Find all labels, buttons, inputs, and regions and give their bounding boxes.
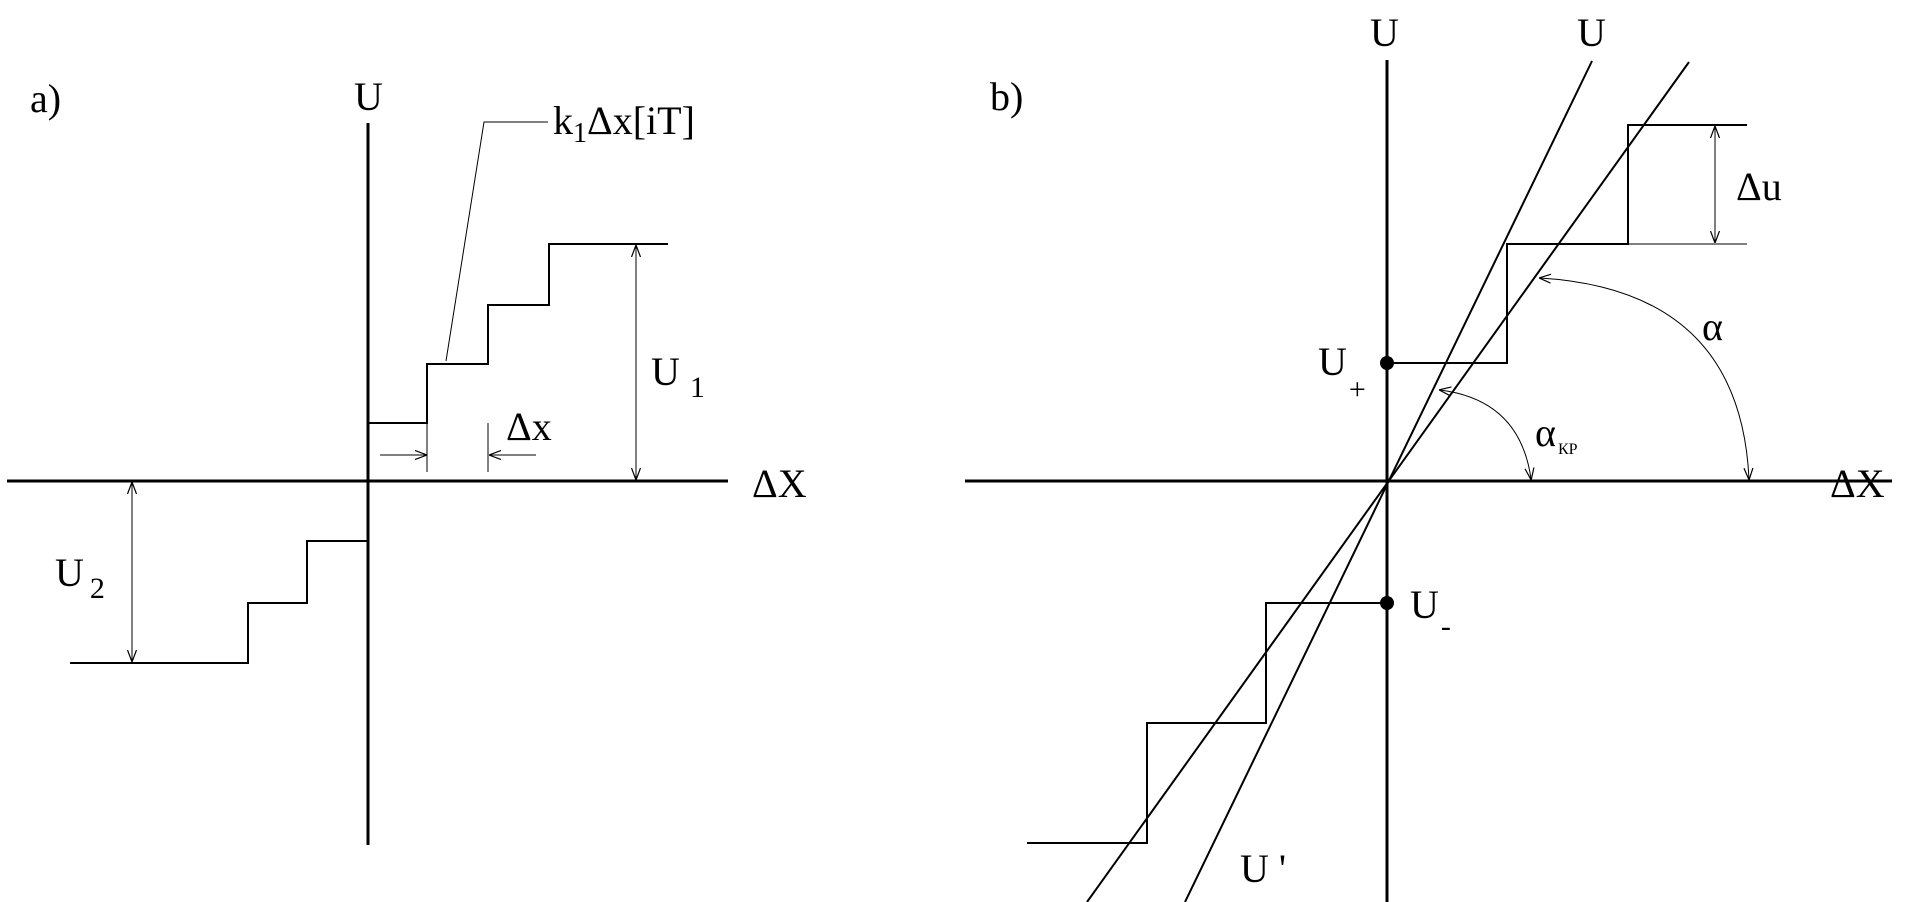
panel-b-u-plus-label: U+ [1318, 339, 1366, 406]
panel-b-step-height-label: Δu [1736, 164, 1782, 209]
panel-b-u-minus-dot [1380, 596, 1394, 610]
panel-b-u-minus-label: U- [1410, 582, 1451, 643]
panel-b-steep-line-label: U [1577, 10, 1606, 55]
panel-a-negative-staircase [70, 540, 368, 664]
panel-b-x-axis-label: ΔX [1830, 461, 1885, 506]
panel-b-alpha-arc [1540, 278, 1749, 479]
panel-b-lower-line-label: U ' [1240, 846, 1286, 891]
panel-a-positive-staircase [368, 243, 668, 424]
panel-a-step-width-label: Δx [506, 404, 552, 449]
panel-b-y-axis-label: U [1370, 10, 1399, 55]
panel-a-label: a) [30, 76, 61, 121]
panel-a-y-axis-label: U [354, 74, 383, 119]
panel-b-shallow-line [1086, 61, 1690, 902]
panel-b-label: b) [990, 74, 1023, 119]
panel-b-alpha-kr-arc [1440, 390, 1531, 479]
panel-a-step-formula: k1Δx[iT] [553, 98, 695, 149]
panel-b-alpha-label: α [1702, 304, 1723, 349]
panel-a-x-axis-label: ΔX [752, 461, 807, 506]
panel-a-formula-leader [445, 121, 548, 362]
panel-b-u-plus-dot [1380, 356, 1394, 370]
